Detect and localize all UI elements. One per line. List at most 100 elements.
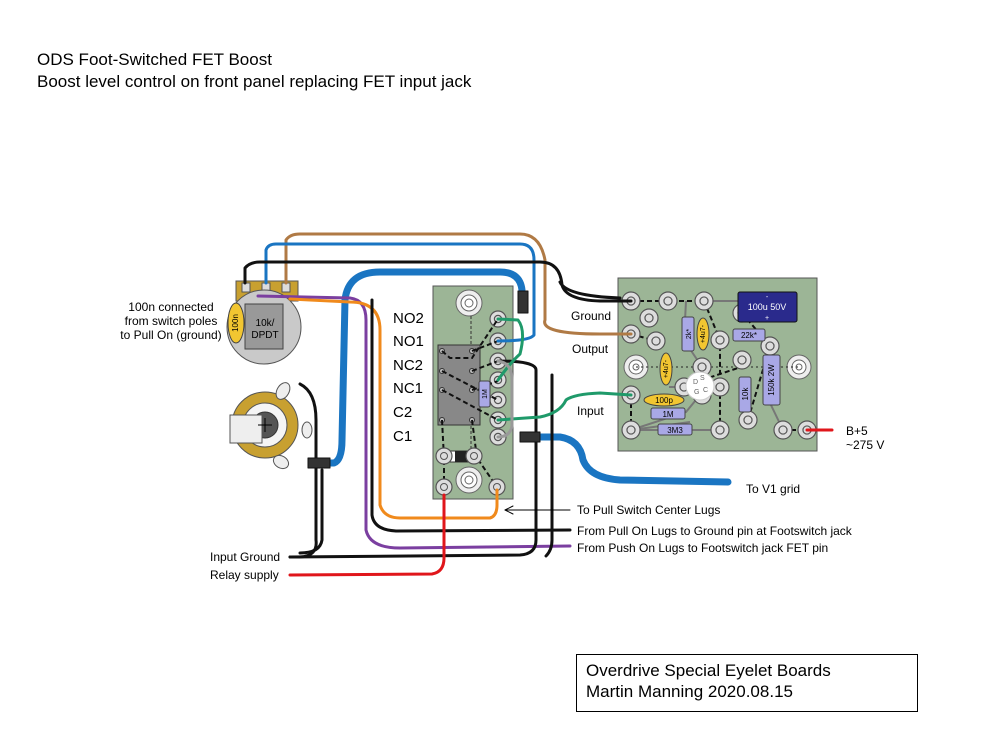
mounting-hole [455,466,483,494]
eyelet [694,291,714,311]
relay-pin-nc1: NC1 [393,380,424,397]
eyelet-hole [715,335,725,345]
electrolytic-label: 100u 50V [748,302,787,312]
relay-resistor-1m [478,380,491,408]
relay-pin-nc2: NC2 [393,357,424,374]
eyelet-hole [493,375,503,385]
wire-purple [256,294,572,550]
eyelet [773,420,793,440]
wire-black-relay [544,373,554,558]
resistor-22k-label: 22k* [741,331,757,340]
eyelet [732,350,752,370]
capacitor-4u7-left [659,352,673,386]
electrolytic-capacitor [737,291,798,323]
resistor-3m3-label: 3M3 [667,426,683,435]
relay-pin-no2: NO2 [393,310,424,327]
fet-pin-c: C [703,387,708,394]
pot-note-line: 100n connected [128,300,214,314]
wire-green-input [496,391,633,422]
resistor-150k [762,354,781,406]
credit-line-1: Overdrive Special Eyelet Boards [586,661,831,680]
resistor-1m-label: 1M [662,410,673,419]
label-pull-on-lugs: From Pull On Lugs to Ground pin at Foots… [577,524,852,538]
wire-black-ground-2 [298,468,324,555]
wire-blue-thin [264,242,536,343]
wire-green-relay [496,317,525,382]
input-jack [229,382,313,470]
resistor-2k-label: 2k* [686,329,693,339]
pot-label-line1: 10k/ [256,318,275,329]
eyelet-hole [651,336,661,346]
diagram-subtitle: Boost level control on front panel repla… [37,72,472,91]
wire-blue-thick-v1 [526,433,732,486]
heatshrink [519,431,541,443]
eyelet-hole [778,425,788,435]
eyelet [639,308,659,328]
capacitor-4u7-top-label: +4u7- [700,324,707,343]
label-voltage: ~275 V [846,438,885,452]
eyelet-hole [765,341,775,351]
arrowhead-icon [504,505,514,515]
eyelet [646,331,666,351]
eyelet-hole [715,425,725,435]
label-output: Output [572,342,609,356]
resistor-2k [681,316,695,352]
fet-transistor [685,371,715,401]
wire-red-relay [288,493,446,577]
heatshrink [517,290,529,314]
eyelet-hole [715,382,725,392]
eyelet-hole [493,395,503,405]
label-to-v1-grid: To V1 grid [746,482,801,496]
eyelet [738,410,758,430]
relay-resistor-label: 1M [482,389,489,399]
wire-blue-thick [316,268,526,467]
label-push-on-lugs: From Push On Lugs to Footswitch jack FET… [577,541,829,555]
resistor-150k-label: 150k 2W [767,364,776,396]
wire-black-top-2 [558,280,622,300]
resistor-22k [732,328,766,342]
pot-label-line2: DPDT [251,330,278,341]
eyelet-hole [644,313,654,323]
capacitor-100p [643,393,685,407]
diagram-title: ODS Foot-Switched FET Boost [37,50,272,69]
credit-line-2: Martin Manning 2020.08.15 [586,682,793,701]
wire-black-top [243,260,633,303]
capacitor-4u7-top [696,317,710,351]
relay-pin-c1: C1 [393,428,413,445]
eyelet-hole [663,296,673,306]
pot-note-line: from switch poles [124,314,218,328]
eyelet [710,330,730,350]
eyelet [489,391,507,409]
relay-board: 1M [432,285,514,500]
eyelet [710,420,730,440]
eyelet-hole [697,362,707,372]
capacitor-100n-label: 100n [231,314,240,332]
mounting-hole [455,289,483,317]
pot-note-line: to Pull On (ground) [120,328,222,342]
label-ground: Ground [571,309,612,323]
label-input: Input [577,404,604,418]
heatshrink [307,457,331,469]
label-pull-switch-center: To Pull Switch Center Lugs [577,503,721,517]
wire-grey-relay [496,359,514,439]
relay-pin-no1: NO1 [393,333,424,350]
eyelet-hole [743,415,753,425]
label-bplus: B+5 [846,424,868,438]
label-input-ground: Input Ground [210,550,281,564]
resistor-3m3 [657,423,693,436]
electrolytic-plus: + [765,315,769,322]
wire-black-ground [288,359,538,559]
capacitor-4u7-left-label: +4u7- [663,359,670,378]
relay-pin-c2: C2 [393,404,413,421]
fet-pin-s: S [700,375,705,382]
wire-black-footswitch [370,298,572,533]
resistor-10k [738,376,752,413]
resistor-1m [650,407,686,420]
pot-note: 100n connected from switch poles to Pull… [116,300,226,342]
wire-brown [284,232,633,336]
eyelet-hole [737,355,747,365]
fet-board: - 100u 50V + 2k* +4u7- +4u7- 22k* 10k 15… [617,277,818,452]
boost-pot: 100n 10k/ DPDT [226,280,302,365]
credit-box: Overdrive Special Eyelet Boards Martin M… [576,654,918,712]
